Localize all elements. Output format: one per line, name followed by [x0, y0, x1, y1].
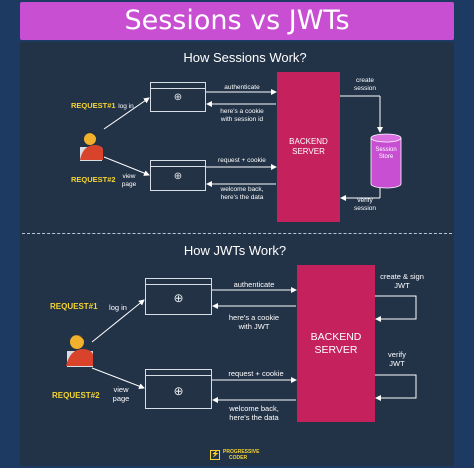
- user-icon-jwts: [66, 335, 93, 367]
- jwts-request1-label: REQUEST#1: [50, 302, 98, 311]
- title-banner: Sessions vs JWTs: [20, 2, 454, 40]
- sessions-authenticate-label: authenticate: [224, 84, 260, 91]
- sessions-cookie-label: here's a cookie with session id: [220, 108, 264, 123]
- sessions-view-line2: page: [121, 181, 137, 188]
- sessions-request2-label: REQUEST#2: [71, 175, 116, 184]
- jwts-request-cookie-label: request + cookie: [228, 369, 284, 378]
- brand-logo: ⚡ PROGRESSIVE CODER: [210, 449, 270, 463]
- brand-line1: PROGRESSIVE: [223, 449, 260, 455]
- sessions-login-label: log in: [118, 103, 134, 110]
- content-panel: [20, 42, 454, 466]
- jwts-request2-label: REQUEST#2: [52, 391, 100, 400]
- page-title: Sessions vs JWTs: [124, 5, 350, 36]
- globe-icon: ⊕: [173, 170, 183, 182]
- jwts-view-label: view page: [112, 385, 130, 403]
- jwt-view-line: [91, 367, 145, 390]
- sessions-create-session-label: create session: [353, 77, 377, 92]
- brand-mark-icon: ⚡: [210, 450, 220, 460]
- jwts-browser-window-2: ⊕: [145, 369, 212, 409]
- sessions-view-line1: view: [122, 173, 136, 180]
- sessions-browser-window-2: ⊕: [150, 160, 206, 191]
- session-store-cylinder: [370, 133, 402, 189]
- globe-icon: ⊕: [173, 92, 183, 104]
- globe-icon: ⊕: [173, 383, 184, 398]
- jwts-browser-window-1: ⊕: [145, 278, 212, 315]
- sessions-heading: How Sessions Work?: [183, 50, 307, 65]
- sessions-request-cookie-label: request + cookie: [218, 157, 266, 164]
- jwts-cookie-label: here's a cookie with JWT: [228, 313, 280, 331]
- sessions-view-line: [103, 156, 150, 176]
- jwt-create-loop: [375, 295, 417, 322]
- jwts-authenticate-label: authenticate: [233, 280, 275, 289]
- sessions-view-label: view page: [117, 173, 141, 189]
- user-icon-sessions: [80, 132, 103, 161]
- jwts-verify-label: verify JWT: [388, 350, 406, 368]
- jwt-verify-loop: [375, 374, 417, 401]
- sessions-login-line: [103, 97, 150, 130]
- section-divider: [22, 233, 452, 234]
- sessions-request1-label: REQUEST#1: [71, 101, 116, 110]
- sessions-browser-window-1: ⊕: [150, 82, 206, 112]
- sessions-verify-session-label: verify session: [353, 197, 377, 212]
- jwts-create-sign-label: create & sign JWT: [380, 272, 424, 290]
- globe-icon: ⊕: [173, 291, 184, 306]
- sessions-welcome-label: welcome back, here's the data: [220, 186, 264, 201]
- jwts-welcome-label: welcome back, here's the data: [229, 404, 279, 422]
- brand-line2: CODER: [229, 455, 248, 461]
- sessions-store-label: Session Store: [375, 147, 397, 160]
- jwt-login-line: [91, 299, 145, 343]
- jwts-login-label: log in: [109, 303, 127, 312]
- jwts-heading: How JWTs Work?: [183, 243, 287, 258]
